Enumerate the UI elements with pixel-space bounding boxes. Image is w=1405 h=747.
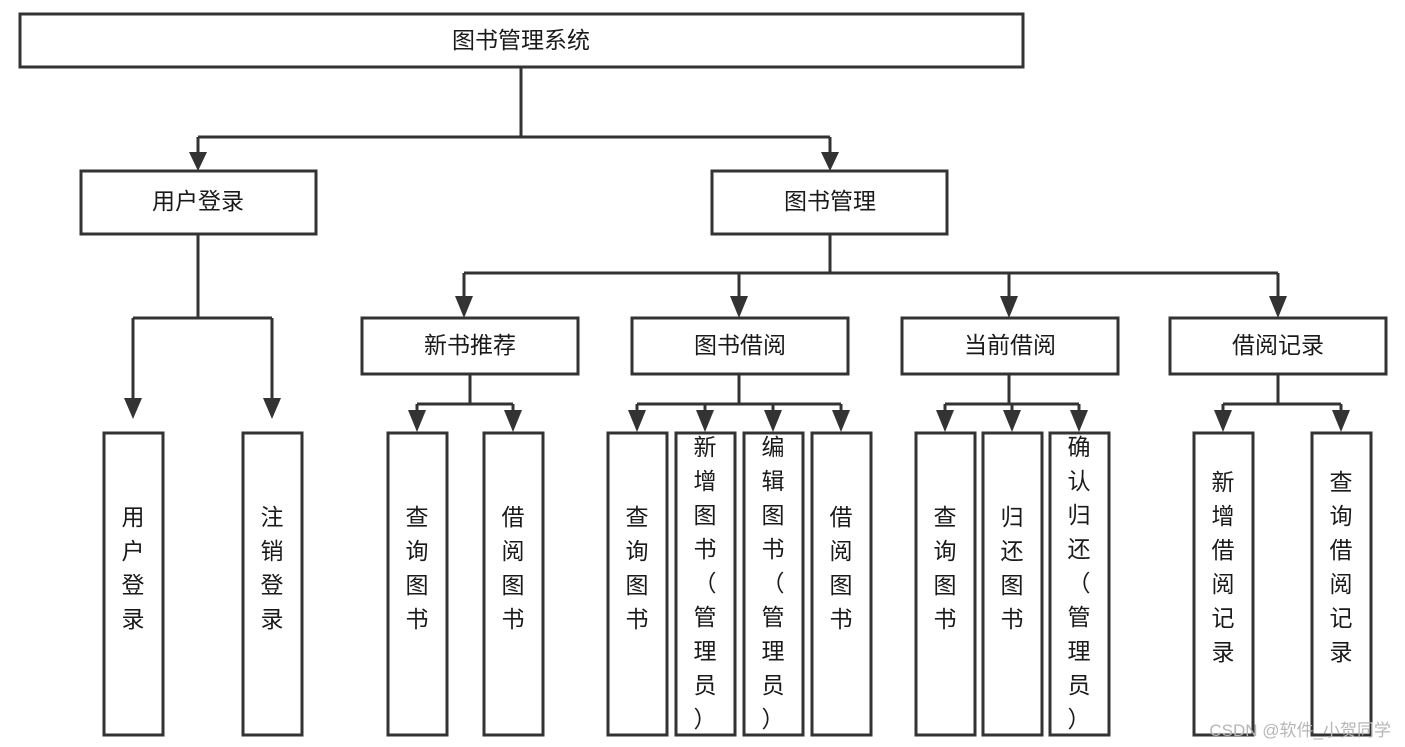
node-current-borrow-label: 当前借阅 [964,332,1056,358]
leaf-logout-label: 注销登录 [261,504,284,632]
node-new-book-recommend-box[interactable] [360,316,580,376]
leaf-node[interactable]: 编辑图书（管理员） [742,431,805,737]
arrowhead-cb-leaf-2 [1003,410,1021,432]
leaf-node[interactable]: 查询图书 [386,431,449,737]
arrowhead-cb-leaf-3 [1070,410,1088,432]
node-book-borrow-box[interactable] [630,316,850,376]
leaf-nb-borrow-book-label: 借阅图书 [502,504,525,632]
node-current-borrow-box[interactable] [900,316,1120,376]
leaf-cb-confirm-return-box[interactable] [1048,431,1111,737]
arrowhead-bb-leaf-1 [628,410,646,432]
leaf-br-add-record-box[interactable] [1192,431,1255,737]
node-root-label: 图书管理系统 [452,27,590,53]
leaf-user-login-label: 用户登录 [122,504,145,632]
node-book-manage-box[interactable] [710,169,949,236]
leaf-node[interactable]: 新增借阅记录 [1192,431,1255,737]
node-borrow-record-box[interactable] [1168,316,1388,376]
leaf-bb-add-book-box[interactable] [674,431,737,737]
arrowhead-current-borrow [1000,296,1018,318]
leaf-bb-borrow-book-box[interactable] [810,431,873,737]
arrowhead-nb-leaf-2 [504,410,522,432]
leaf-user-login-box[interactable] [102,431,165,737]
node-new-book-recommend[interactable]: 新书推荐 [360,316,580,376]
leaf-cb-return-book-label: 归还图书 [1001,504,1024,632]
node-user-login-label: 用户登录 [152,188,244,214]
leaf-node[interactable]: 新增图书（管理员） [674,431,737,737]
node-book-borrow-label: 图书借阅 [694,332,786,358]
connectors [124,67,1350,432]
leaf-bb-query-book-box[interactable] [606,431,669,737]
watermark: CSDN @软件_小贺同学 [1209,721,1391,740]
leaf-node[interactable]: 归还图书 [981,431,1044,737]
leaf-br-query-record-label: 查询借阅记录 [1330,469,1353,665]
arrowhead-bb-leaf-4 [832,410,850,432]
leaf-node[interactable]: 查询借阅记录 [1310,431,1373,737]
leaf-node[interactable]: 借阅图书 [482,431,545,737]
node-current-borrow[interactable]: 当前借阅 [900,316,1120,376]
leaf-nb-borrow-book-box[interactable] [482,431,545,737]
arrowhead-cb-leaf-1 [936,410,954,432]
node-root[interactable]: 图书管理系统 [18,12,1025,69]
arrowhead-nb-leaf-1 [408,410,426,432]
leaf-bb-query-book-label: 查询图书 [626,504,649,632]
leaf-bb-add-book-label: 新增图书（管理员） [694,434,717,732]
node-book-borrow[interactable]: 图书借阅 [630,316,850,376]
node-borrow-record-label: 借阅记录 [1232,332,1324,358]
leaf-node[interactable]: 确认归还（管理员） [1048,431,1111,737]
node-book-manage[interactable]: 图书管理 [710,169,949,236]
leaf-nb-query-book-box[interactable] [386,431,449,737]
leaf-node[interactable]: 查询图书 [914,431,977,737]
node-root-box[interactable] [18,12,1025,69]
node-user-login[interactable]: 用户登录 [79,169,318,236]
leaf-cb-confirm-return-label: 确认归还（管理员） [1068,434,1091,732]
leaf-cb-query-book-box[interactable] [914,431,977,737]
arrowhead-br-leaf-1 [1214,410,1232,432]
leaf-bb-edit-book-label: 编辑图书（管理员） [762,434,785,732]
arrowhead-borrow-record [1269,296,1287,318]
arrowhead-bb-leaf-3 [764,410,782,432]
arrowhead-leaf-logout [263,398,281,419]
leaf-node[interactable]: 注销登录 [241,431,304,737]
node-borrow-record[interactable]: 借阅记录 [1168,316,1388,376]
leaf-nb-query-book-label: 查询图书 [406,504,429,632]
leaf-node[interactable]: 借阅图书 [810,431,873,737]
leaf-node[interactable]: 查询图书 [606,431,669,737]
leaf-bb-borrow-book-label: 借阅图书 [830,504,853,632]
leaf-node[interactable]: 用户登录 [102,431,165,737]
arrowhead-br-leaf-2 [1332,410,1350,432]
leaf-cb-query-book-label: 查询图书 [934,504,957,632]
arrowhead-new-book-recommend [455,296,473,318]
leaf-br-query-record-box[interactable] [1310,431,1373,737]
leaf-br-add-record-label: 新增借阅记录 [1212,469,1235,665]
node-user-login-box[interactable] [79,169,318,236]
arrowhead-user-login [189,152,207,171]
arrowhead-book-borrow [730,296,748,318]
arrowhead-leaf-user-login [124,398,142,419]
arrowhead-bb-leaf-2 [696,410,714,432]
leaf-logout-box[interactable] [241,431,304,737]
leaf-cb-return-book-box[interactable] [981,431,1044,737]
leaf-bb-edit-book-box[interactable] [742,431,805,737]
node-new-book-recommend-label: 新书推荐 [424,332,516,358]
node-book-manage-label: 图书管理 [784,188,876,214]
arrowhead-book-manage [821,152,839,171]
